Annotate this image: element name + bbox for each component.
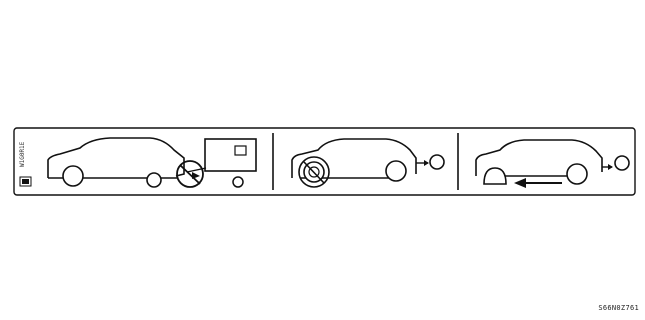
reference-code: S66N0Z761	[598, 304, 639, 312]
arrow-left-icon	[514, 178, 562, 188]
scene-towing-trailer	[48, 138, 256, 187]
scene-spare-tire-rear	[476, 140, 629, 188]
manual-book-icon	[20, 177, 31, 186]
spare-tire-icon	[484, 168, 506, 184]
side-code-label: W1G0R1E	[17, 132, 29, 176]
car-icon	[48, 138, 184, 187]
scene-spare-tire-front	[292, 139, 444, 187]
